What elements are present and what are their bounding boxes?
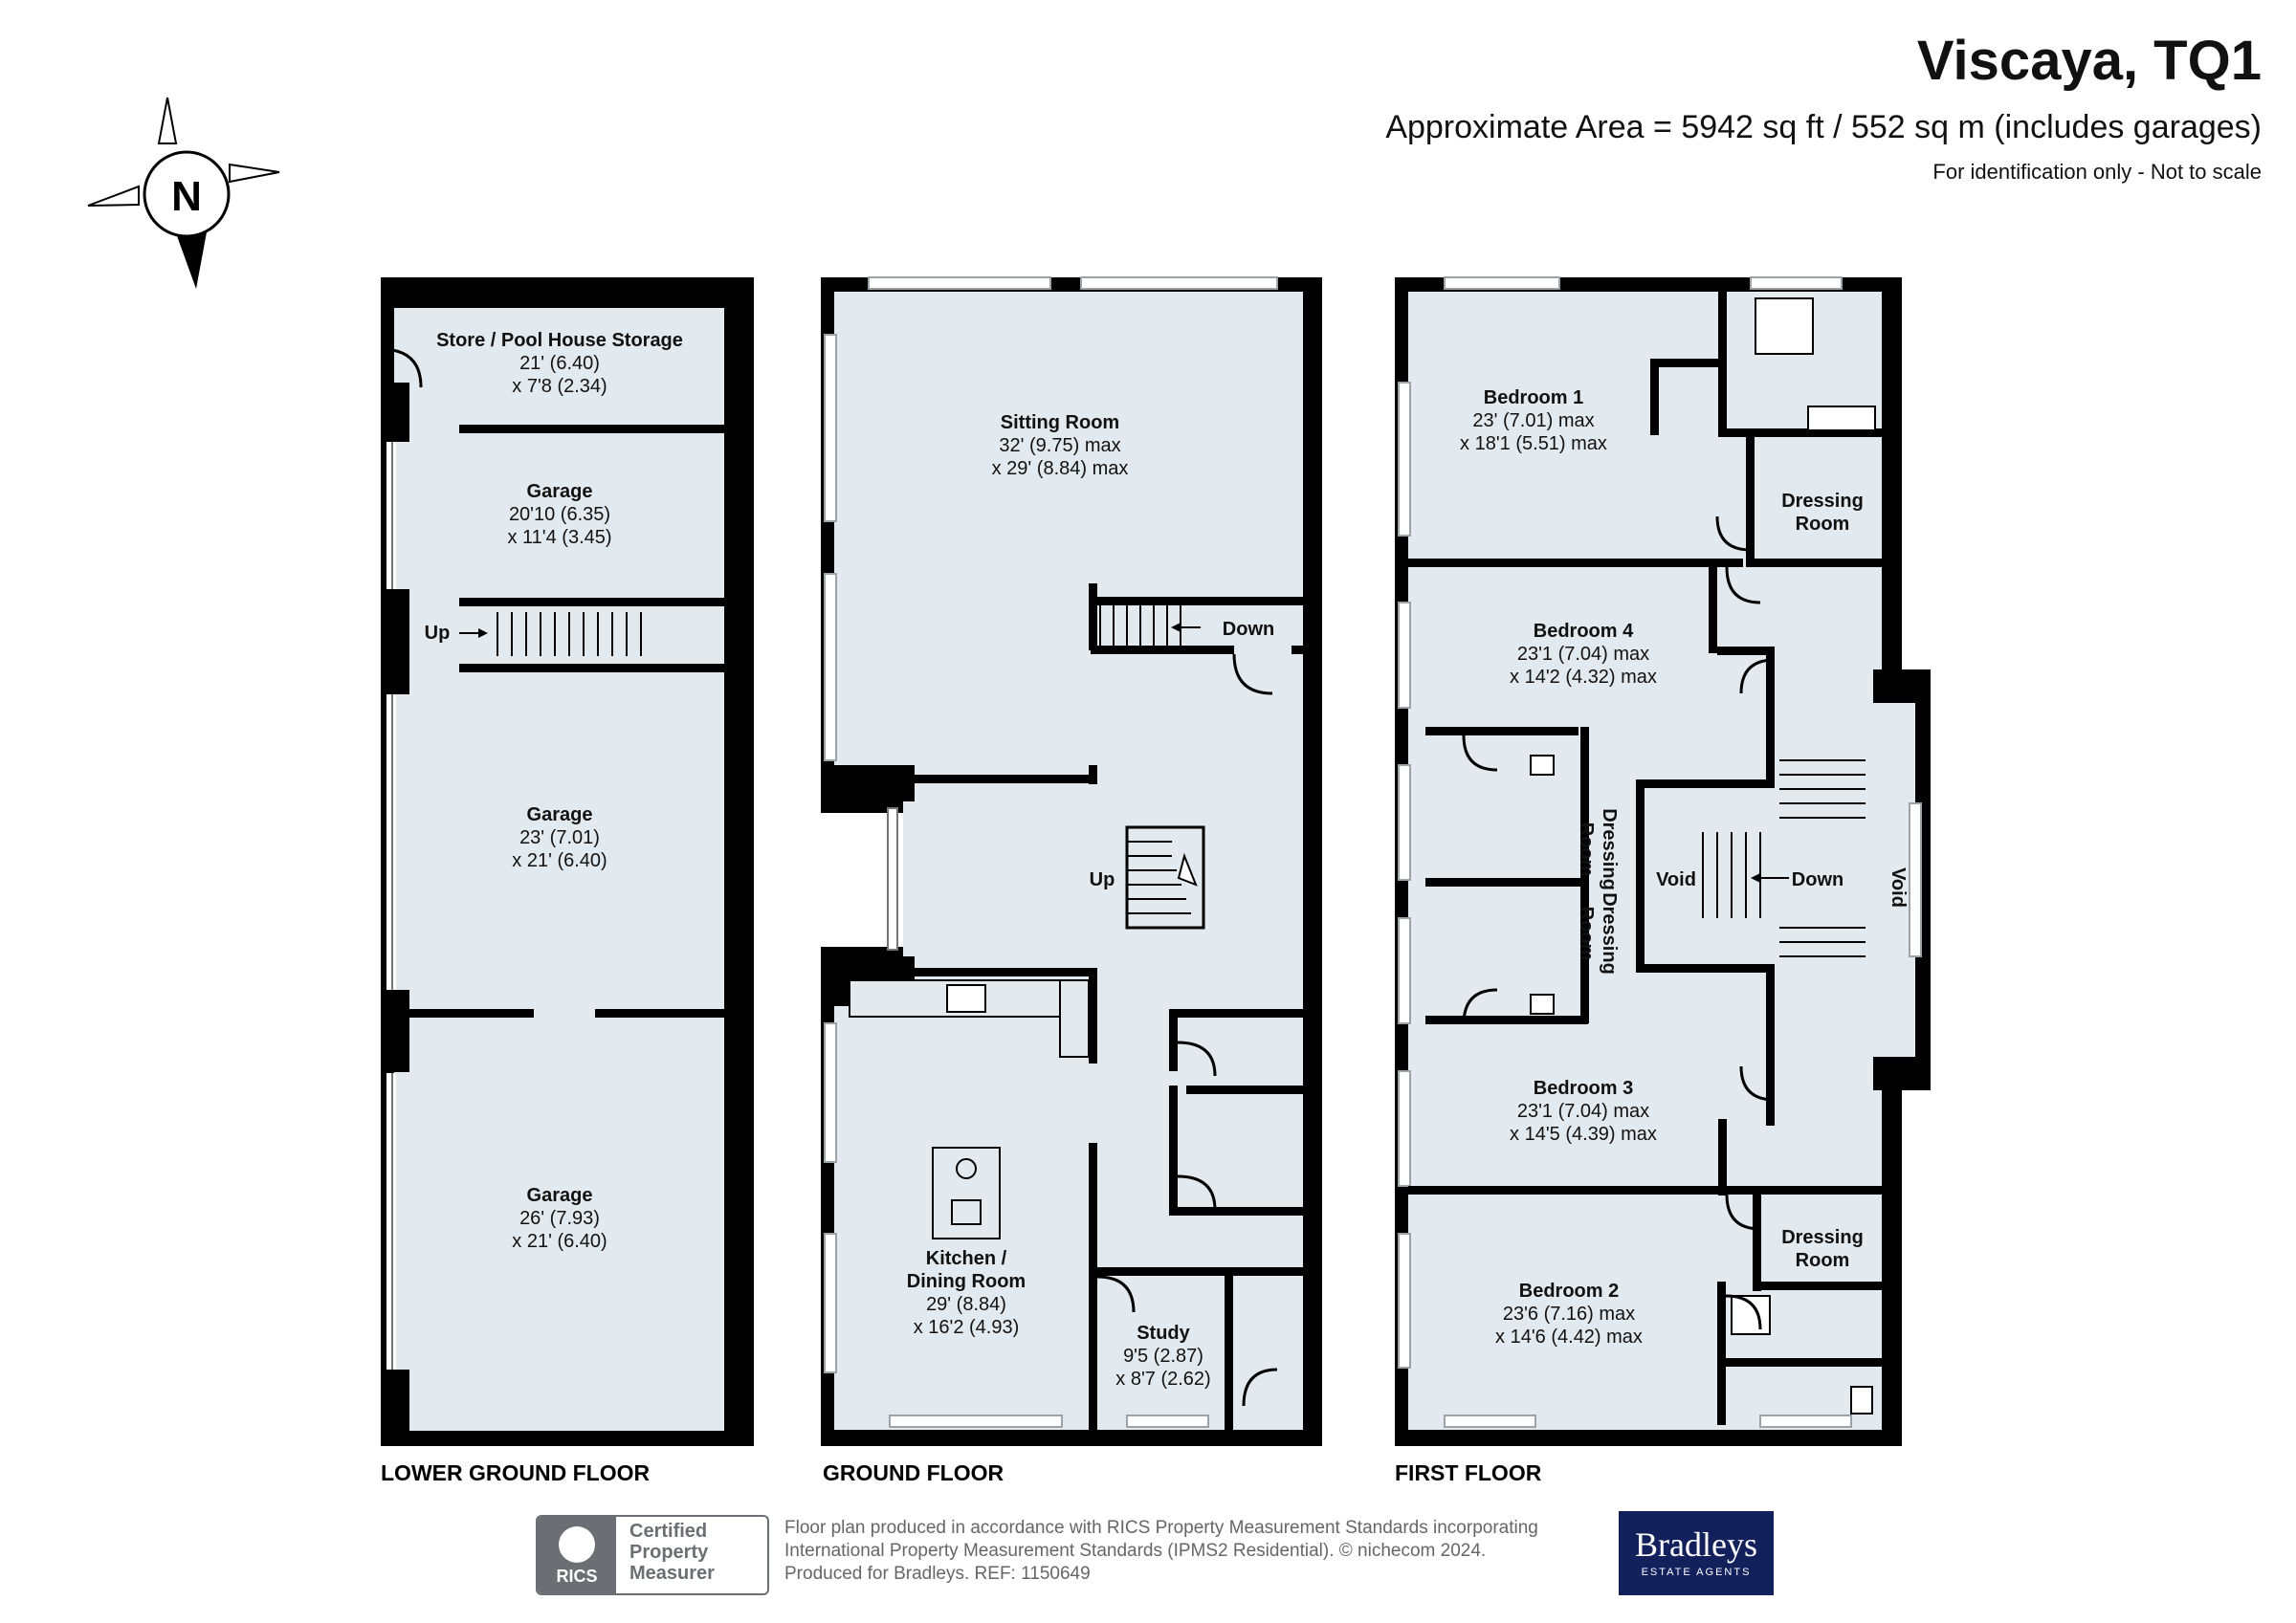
room-dims: x 11'4 (3.45) [507, 527, 611, 548]
footer-disclaimer: Floor plan produced in accordance with R… [784, 1518, 1538, 1584]
room-sitting: Sitting Room 32' (9.75) max x 29' (8.84)… [992, 412, 1129, 479]
room-name: Kitchen / [926, 1248, 1007, 1269]
room-garage-1: Garage 20'10 (6.35) x 11'4 (3.45) [507, 481, 611, 548]
room-dims: 23' (7.01) [519, 827, 600, 848]
room-bedroom-3: Bedroom 3 23'1 (7.04) max x 14'5 (4.39) … [1510, 1078, 1657, 1145]
room-name: Room [1796, 1250, 1850, 1271]
svg-text:Void: Void [1888, 867, 1909, 908]
room-dressing-4: Dressing Room [1781, 1227, 1864, 1271]
rics-certification-badge: RICS Certified Property Measurer [536, 1515, 769, 1595]
stairs-up-label: Up [425, 623, 451, 644]
room-name: Bedroom 3 [1534, 1078, 1633, 1099]
room-dims: x 29' (8.84) max [992, 458, 1129, 479]
room-dims: 20'10 (6.35) [509, 504, 610, 525]
ground-stairs-down [1089, 583, 1201, 650]
room-name: Bedroom 4 [1534, 621, 1634, 642]
property-title: Viscaya, TQ1 [1916, 30, 2262, 92]
room-dims: x 14'6 (4.42) max [1495, 1327, 1643, 1348]
room-dims: x 16'2 (4.93) [914, 1317, 1020, 1338]
room-name: Dressing [1781, 1227, 1864, 1248]
room-dims: 23' (7.01) max [1472, 410, 1594, 431]
room-name: Garage [527, 481, 593, 502]
room-bedroom-4: Bedroom 4 23'1 (7.04) max x 14'2 (4.32) … [1510, 621, 1657, 688]
room-name: Room [1796, 514, 1850, 535]
room-name: Sitting Room [1001, 412, 1119, 433]
room-name: Dressing [1599, 892, 1620, 975]
room-dims: x 21' (6.40) [512, 850, 607, 871]
floor-label-lower: LOWER GROUND FLOOR [381, 1460, 650, 1485]
room-dims: x 18'1 (5.51) max [1460, 433, 1607, 454]
room-bedroom-2: Bedroom 2 23'6 (7.16) max x 14'6 (4.42) … [1495, 1281, 1643, 1348]
lower-stairs [459, 612, 642, 656]
room-dims: x 21' (6.40) [512, 1231, 607, 1252]
room-name: Study [1137, 1323, 1190, 1344]
bradleys-logo: Bradleys ESTATE AGENTS [1619, 1511, 1774, 1595]
room-dims: 9'5 (2.87) [1123, 1346, 1203, 1367]
room-name: Bedroom 1 [1484, 387, 1583, 408]
room-name: Room [1576, 907, 1597, 961]
first-stairs-down [1702, 759, 1866, 957]
room-dims: x 14'5 (4.39) max [1510, 1124, 1657, 1145]
room-name: Dressing [1599, 808, 1620, 890]
room-name: Bedroom 2 [1519, 1281, 1619, 1302]
room-dims: 23'1 (7.04) max [1517, 1101, 1649, 1122]
room-dims: x 8'7 (2.62) [1115, 1369, 1210, 1390]
room-dressing-1: Dressing Room [1781, 491, 1864, 535]
room-name: Store / Pool House Storage [436, 330, 683, 351]
stairs-down-label: Down [1792, 869, 1843, 890]
rics-seal-icon: RICS [538, 1517, 616, 1593]
void-label-right: Void [1888, 867, 1909, 908]
room-dims: 29' (8.84) [926, 1294, 1006, 1315]
room-dressing-2: Dressing Room [1576, 808, 1620, 890]
stairs-up-label: Up [1090, 869, 1115, 890]
room-name: Garage [527, 804, 593, 825]
room-name: Dining Room [907, 1271, 1026, 1292]
room-name: Room [1576, 822, 1597, 877]
room-garage-3: Garage 26' (7.93) x 21' (6.40) [512, 1185, 607, 1252]
ground-stairs-up [1125, 825, 1205, 930]
room-dims: x 14'2 (4.32) max [1510, 667, 1657, 688]
room-study: Study 9'5 (2.87) x 8'7 (2.62) [1115, 1323, 1210, 1390]
void-label: Void [1656, 869, 1696, 890]
room-name: Dressing [1781, 491, 1864, 512]
room-dims: 21' (6.40) [519, 353, 600, 374]
room-bedroom-1: Bedroom 1 23' (7.01) max x 18'1 (5.51) m… [1460, 387, 1607, 454]
room-dims: 32' (9.75) max [999, 435, 1120, 456]
room-name: Garage [527, 1185, 593, 1206]
approximate-area: Approximate Area = 5942 sq ft / 552 sq m… [1385, 109, 2262, 145]
stairs-down-label: Down [1223, 619, 1274, 640]
room-dims: x 7'8 (2.34) [512, 376, 607, 397]
room-store: Store / Pool House Storage 21' (6.40) x … [436, 330, 683, 397]
room-kitchen: Kitchen / Dining Room 29' (8.84) x 16'2 … [907, 1248, 1026, 1338]
ground-floor-plan [821, 276, 1322, 1446]
room-garage-2: Garage 23' (7.01) x 21' (6.40) [512, 804, 607, 871]
first-floor-plan [1395, 276, 1931, 1446]
room-dims: 23'1 (7.04) max [1517, 644, 1649, 665]
lower-ground-floor-plan [380, 277, 754, 1446]
identification-note: For identification only - Not to scale [1932, 160, 2262, 184]
rics-certified-text: Certified Property Measurer [629, 1521, 715, 1584]
compass-icon: N [87, 97, 280, 289]
floor-label-first: FIRST FLOOR [1395, 1460, 1542, 1485]
room-dims: 26' (7.93) [519, 1208, 600, 1229]
compass-north-label: N [171, 173, 202, 220]
floor-label-ground: GROUND FLOOR [823, 1460, 1004, 1485]
room-dressing-3: Dressing Room [1576, 892, 1620, 975]
room-dims: 23'6 (7.16) max [1503, 1304, 1635, 1325]
